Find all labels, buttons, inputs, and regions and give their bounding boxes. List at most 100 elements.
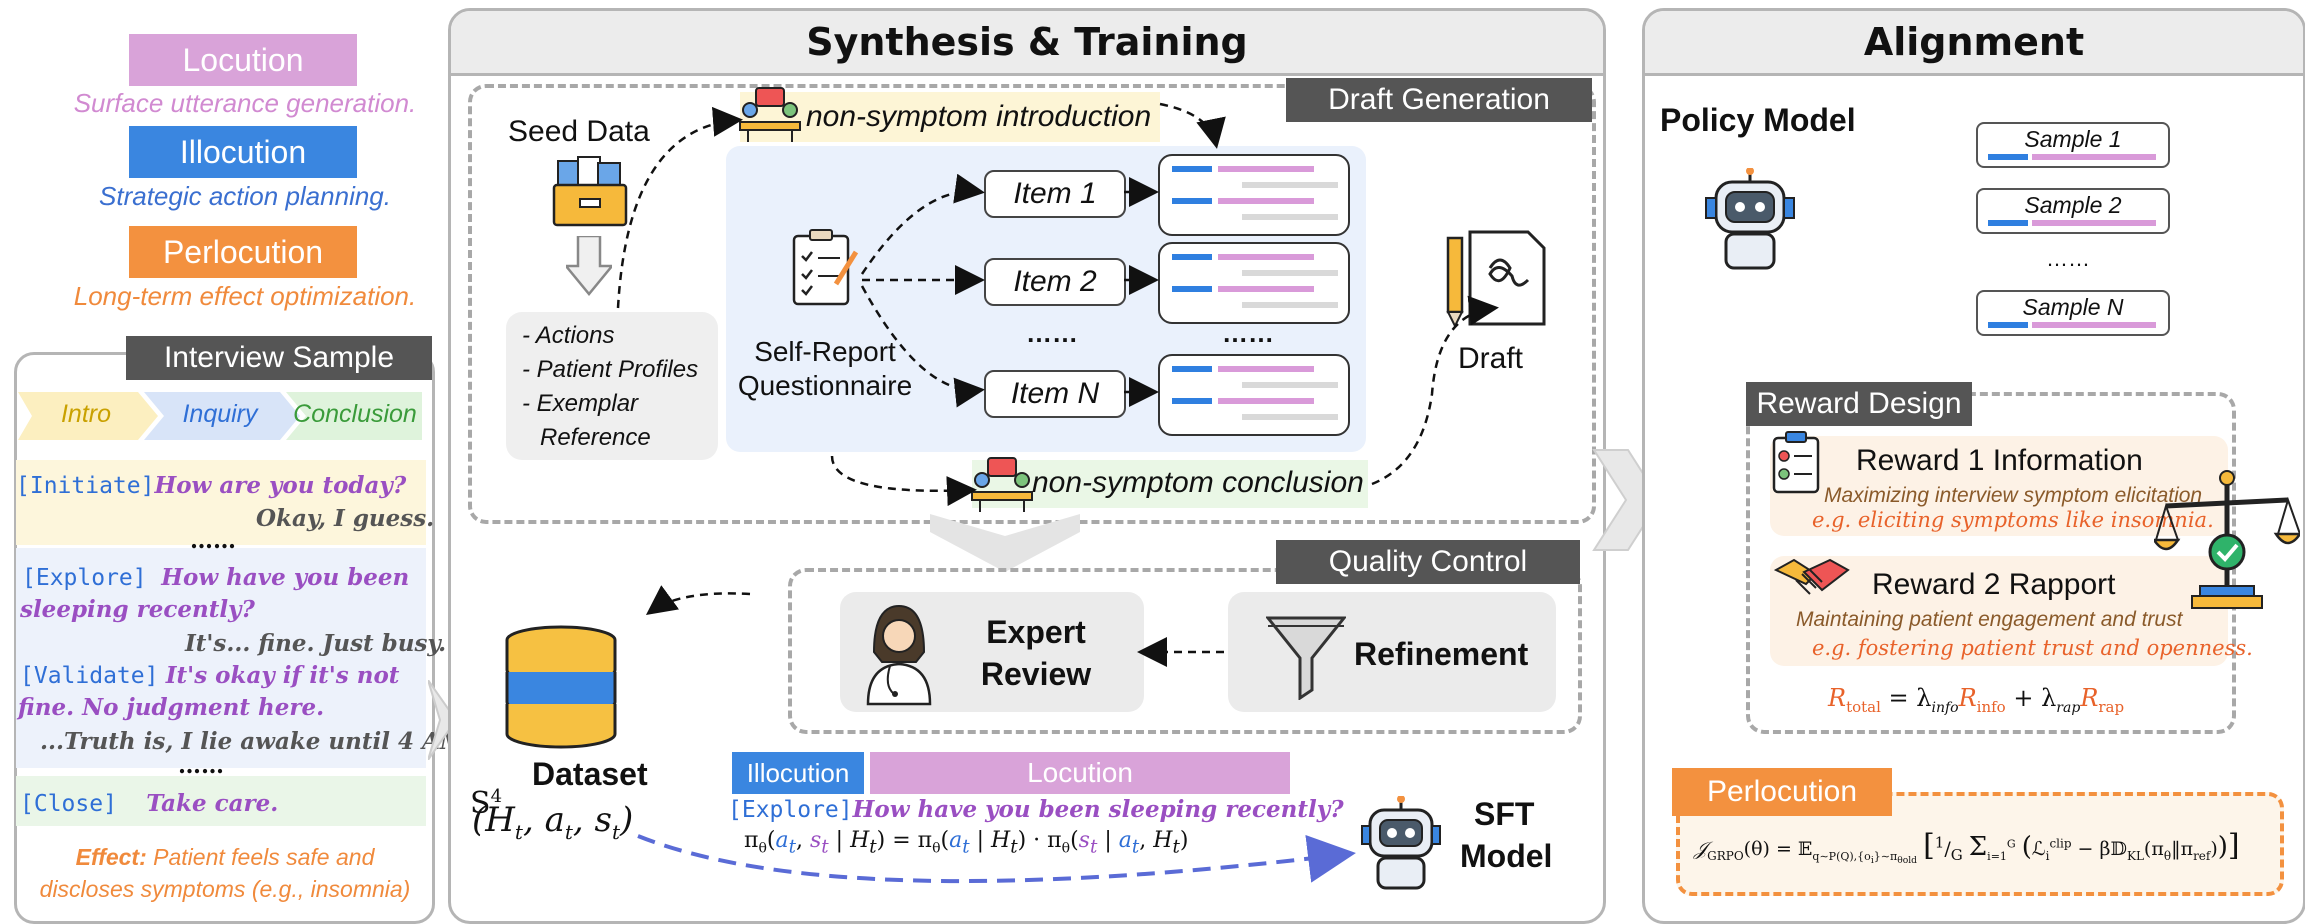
doc-box-2 (1158, 242, 1350, 324)
effect-line-1: Effect: Patient feels safe and (75, 844, 375, 870)
item-dots: …… (1026, 318, 1078, 348)
questionnaire-label-2: Questionnaire (737, 370, 913, 401)
reward-2-example: e.g. fostering patient trust and opennes… (1812, 636, 2253, 660)
explore-line-2: sleeping recently? (20, 596, 255, 623)
seed-item-profiles: - Patient Profiles (522, 356, 699, 383)
policy-robot-icon (1705, 168, 1795, 270)
explore-example: [Explore]How have you been sleeping rece… (728, 796, 1344, 823)
initiate-answer: Okay, I guess. (256, 505, 435, 532)
phase-inquiry: Inquiry (182, 400, 258, 428)
sft-label-2: Model (1460, 838, 1553, 874)
clipboard-icon (1772, 431, 1820, 494)
illocution-tag: Illocution (732, 752, 864, 794)
folder-icon (552, 156, 628, 227)
non-symptom-conclusion-label: non-symptom conclusion (1032, 466, 1364, 499)
sample-2-box: Sample 2 (1976, 188, 2170, 234)
perlocution-tag: Perlocution (1672, 768, 1892, 816)
expert-review-label-1: Expert (986, 614, 1086, 650)
item-n-box: Item N (984, 370, 1126, 418)
sample-dots: …… (2046, 246, 2090, 271)
perlocution-legend-desc: Long-term effect optimization. (73, 281, 417, 311)
down-chevron (930, 514, 1080, 572)
doc-box-1 (1158, 154, 1350, 236)
validate-line: [Validate] It's okay if it's not (20, 662, 400, 689)
factorization-formula: πθ(at, st | Ht) = πθ(at | Ht) · πθ(st | … (744, 828, 1189, 858)
seed-data-label: Seed Data (508, 115, 650, 148)
r-total-formula: Rtotal = λinfoRinfo + λrapRrap (1828, 684, 2125, 716)
perlocution-box (1676, 792, 2284, 896)
quality-control-label: Quality Control (1276, 540, 1580, 584)
non-symptom-intro-label: non-symptom introduction (806, 100, 1152, 133)
funnel-icon (1266, 616, 1346, 700)
seed-item-actions: - Actions (522, 322, 615, 349)
policy-model-label: Policy Model (1660, 102, 1856, 138)
seed-down-arrow (566, 236, 612, 296)
dataset-icon (505, 625, 617, 749)
questionnaire-label-1: Self-Report (754, 336, 896, 367)
interview-to-synth-arrow (428, 680, 458, 760)
alignment-title: Alignment (1645, 11, 2303, 76)
s4-label: S4 (470, 786, 503, 821)
locution-tag: Locution (870, 752, 1290, 794)
dots-2: …… (178, 752, 224, 779)
validate-answer: ...Truth is, I lie awake until 4 AM. (40, 728, 474, 755)
illocution-legend-tag: Illocution (129, 126, 357, 178)
conclusion-highlight (972, 460, 1368, 508)
reward-1-desc: Maximizing interview symptom elicitation (1824, 484, 2203, 507)
reward-2-title: Reward 2 Rapport (1872, 568, 2116, 601)
illocution-legend-desc: Strategic action planning. (99, 181, 391, 211)
expert-review-label-2: Review (980, 656, 1092, 692)
grpo-formula: 𝒥GRPO(θ) = 𝔼q∼P(Q),{oi}∼πθold [1/G Σi=1G… (1694, 828, 2240, 866)
reward-1-card (1770, 436, 2228, 536)
dataset-tuple: (Ht, at, st) (472, 800, 634, 844)
refinement-card (1228, 592, 1556, 712)
questionnaire-icon (792, 229, 859, 306)
locution-legend-tag: Locution (129, 34, 357, 86)
sft-label-1: SFT (1474, 796, 1535, 832)
explore-line: [Explore] How have you been (22, 564, 410, 591)
initiate-line: [Initiate]How are you today? (16, 472, 407, 499)
validate-line-2: fine. No judgment here. (18, 694, 325, 721)
locution-legend-desc: Surface utterance generation. (73, 88, 417, 118)
item-1-box: Item 1 (984, 170, 1126, 218)
reward-2-card (1770, 556, 2228, 666)
phase-conclusion: Conclusion (293, 400, 417, 428)
doc-dots: …… (1222, 318, 1274, 348)
draft-generation-label: Draft Generation (1286, 78, 1592, 122)
reward-1-title: Reward 1 Information (1856, 444, 2143, 477)
dataset-label: Dataset (532, 756, 648, 792)
sft-robot-icon (1361, 796, 1441, 890)
close-bg (16, 776, 426, 826)
explore-bg (16, 548, 426, 768)
phase-intro: Intro (60, 400, 112, 428)
reward-design-label: Reward Design (1746, 382, 1972, 426)
quality-control-box (788, 568, 1582, 734)
doctor-icon (866, 604, 932, 706)
explore-answer: It's... fine. Just busy. (185, 630, 447, 657)
handshake-icon (1774, 558, 1850, 595)
sample-n-box: Sample N (1976, 290, 2170, 336)
meeting-icon-2 (971, 457, 1033, 512)
dots-1: …… (190, 527, 236, 554)
intro-highlight (740, 92, 1160, 142)
synthesis-title: Synthesis & Training (451, 11, 1603, 76)
initiate-bg (16, 460, 426, 545)
draft-label: Draft (1458, 342, 1524, 375)
doc-box-n (1158, 354, 1350, 436)
interview-sample-title: Interview Sample (126, 336, 432, 380)
reward-1-example: e.g. eliciting symptoms like insomnia. (1812, 508, 2214, 532)
sample-1-box: Sample 1 (1976, 122, 2170, 168)
reward-2-desc: Maintaining patient engagement and trust (1796, 608, 2183, 631)
seed-item-exemplar: - Exemplar (522, 390, 639, 417)
scales-icon (2154, 470, 2300, 609)
close-line: [Close] Take care. (20, 790, 279, 817)
effect-line-2: discloses symptoms (e.g., insomnia) (39, 876, 411, 902)
perlocution-legend-tag: Perlocution (129, 226, 357, 278)
seed-item-reference: Reference (540, 424, 651, 451)
seed-items-card (506, 312, 718, 460)
item-2-box: Item 2 (984, 258, 1126, 306)
phase-arrows (18, 392, 422, 440)
refinement-label: Refinement (1354, 636, 1529, 672)
meeting-icon (739, 87, 801, 142)
draft-generation-box (468, 84, 1596, 524)
